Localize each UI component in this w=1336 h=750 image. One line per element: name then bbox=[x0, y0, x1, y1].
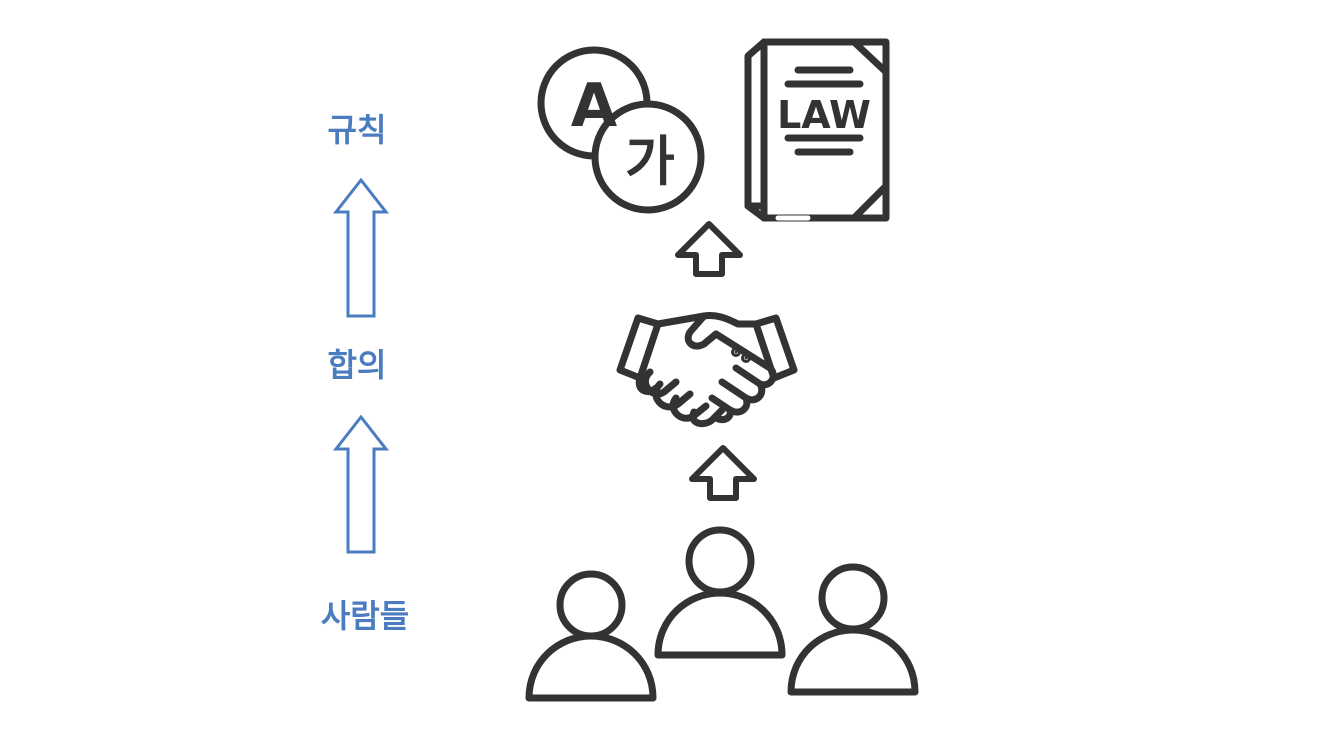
people-group-icon bbox=[525, 526, 919, 702]
language-letter-latin: A bbox=[571, 71, 618, 141]
law-book-text: LAW bbox=[777, 93, 871, 137]
language-icon: A 가 bbox=[537, 46, 705, 214]
language-letter-korean: 가 bbox=[625, 130, 675, 193]
arrow-up-icon-center-bottom bbox=[689, 445, 757, 501]
arrow-up-icon-left-bottom bbox=[332, 414, 390, 554]
handshake-icon bbox=[616, 312, 798, 428]
arrow-up-icon-center-top bbox=[675, 221, 743, 277]
label-agreement: 합의 bbox=[327, 346, 387, 384]
label-people: 사람들 bbox=[320, 597, 410, 635]
law-book-icon: LAW bbox=[744, 38, 890, 222]
label-rules: 규칙 bbox=[327, 111, 387, 149]
arrow-up-icon-left-top bbox=[332, 177, 390, 318]
